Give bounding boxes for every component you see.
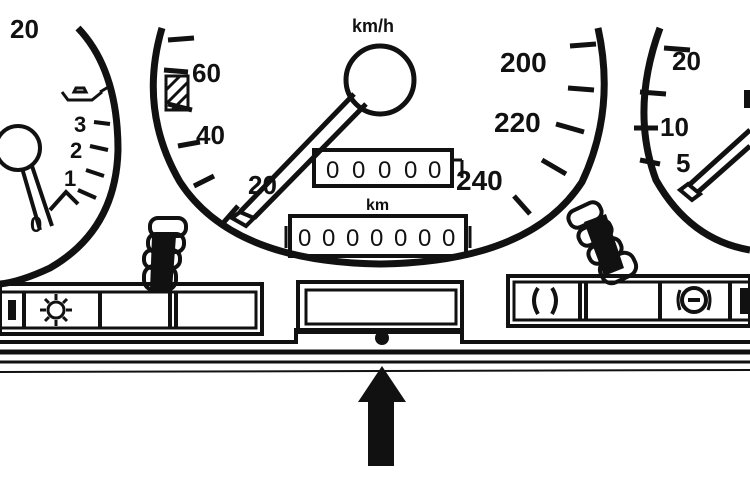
speed-label-20: 20 [248,170,277,200]
speedometer-hub [343,43,417,117]
speedometer: km/h 20 40 60 200 220 240 [149,16,608,268]
left-scale-0: 0 [30,212,42,237]
speed-label-220: 220 [494,107,541,138]
center-indicator-window [296,280,464,345]
speed-label-240: 240 [456,165,503,196]
right-gauge-needle [686,128,750,194]
light-sun-icon [40,294,72,326]
left-scale-1: 1 [64,166,76,191]
oil-can-icon [60,84,111,102]
right-scale-5: 5 [676,148,690,178]
odo-digit-3: 0 [346,225,359,252]
left-indicator-strip [0,282,264,336]
cluster-base [0,328,750,373]
right-adjust-knob [566,200,639,286]
odometer: 0 0 0 0 0 0 0 [284,214,472,258]
left-gauge-rim [0,25,122,288]
odo-digit-4: 0 [370,225,383,252]
trip-digit-2: 0 [352,157,365,184]
right-gauge-rim [640,26,750,254]
trip-digit-1: 0 [326,157,339,184]
speedometer-rim [149,27,608,268]
left-scale-2: 2 [70,138,82,163]
left-scale-3: 3 [74,112,86,137]
up-arrow-icon [358,366,406,466]
trip-digit-3: 0 [378,157,391,184]
trip-digit-4: 0 [404,157,417,184]
right-scale-10: 10 [660,112,689,142]
odo-digit-7: 0 [442,225,455,252]
left-gauge-top-label: 20 [10,14,39,44]
right-gauge: 20 10 5 [634,26,750,254]
trip-counter: 0 0 0 0 0 [312,148,464,188]
left-gauge-needle [20,165,54,231]
odometer-km-label: km [366,197,389,214]
right-scale-20: 20 [672,46,701,76]
right-indicator-strip [506,274,750,328]
reset-button-dot [375,331,389,345]
left-gauge: 20 3 2 1 0 [0,14,122,288]
speed-label-40: 40 [196,120,225,150]
speed-label-200: 200 [500,47,547,78]
turn-signal-icon [532,286,558,315]
brake-circle-icon [676,286,712,314]
left-gauge-hub [0,124,42,172]
speed-unit-label: km/h [352,16,394,36]
odo-digit-6: 0 [418,225,431,252]
odo-digit-2: 0 [322,225,335,252]
speedometer-needle [238,92,368,220]
warning-lamp-square [164,74,190,112]
speed-label-60: 60 [192,58,221,88]
trip-digit-5: 0 [428,157,441,184]
odo-digit-1: 0 [298,225,311,252]
odo-digit-5: 0 [394,225,407,252]
left-adjust-knob [142,216,188,292]
